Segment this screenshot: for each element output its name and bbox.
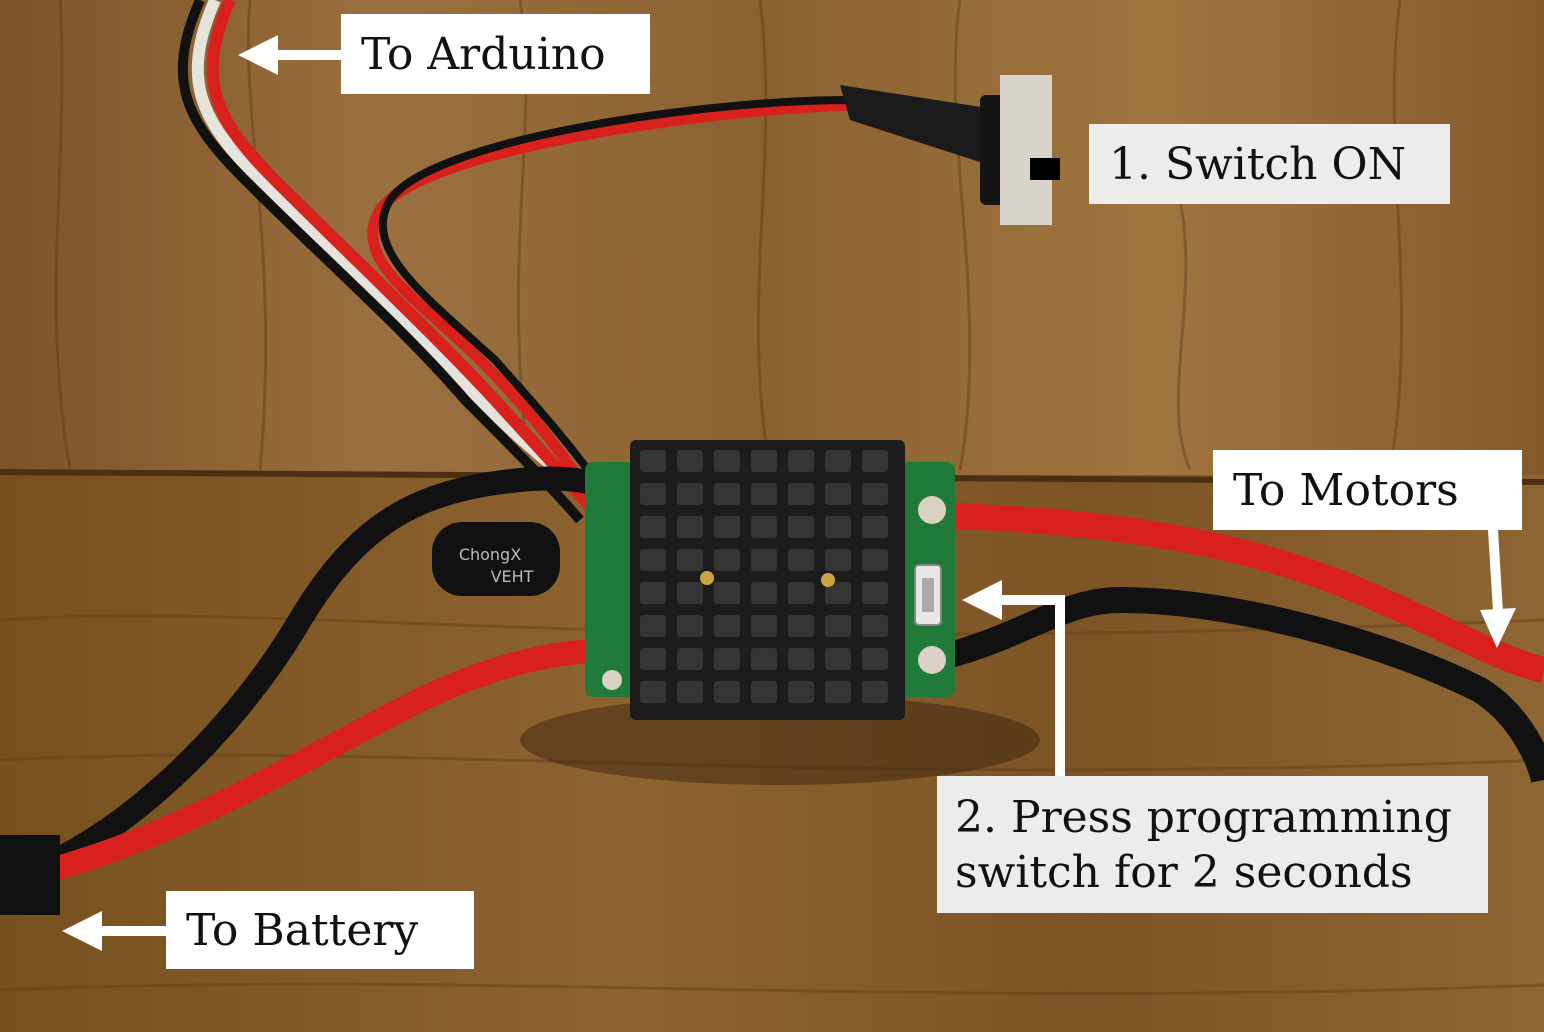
wire-black-arduino — [177, 0, 584, 524]
heatsink-fin — [640, 483, 666, 505]
heatsink-fin — [825, 681, 851, 703]
heatsink-fin — [862, 648, 888, 670]
arrow-to-arduino — [238, 35, 342, 75]
heatsink-fin — [862, 582, 888, 604]
heatsink-fin — [788, 648, 814, 670]
heatsink-fin — [714, 450, 740, 472]
heatsink-fin — [862, 681, 888, 703]
pad-motor-red — [918, 496, 946, 524]
heatsink-fin — [825, 582, 851, 604]
heatsink-fin — [788, 681, 814, 703]
label-press-programming-switch: 2. Press programming switch for 2 second… — [937, 776, 1488, 913]
heatsink — [630, 440, 905, 720]
heatsink-fin — [751, 615, 777, 637]
heatsink-fins — [640, 450, 888, 703]
heatsink-fin — [788, 615, 814, 637]
heatsink-fin — [640, 516, 666, 538]
heatsink-fin — [751, 681, 777, 703]
heatsink-fin — [640, 582, 666, 604]
wire-black-battery — [0, 466, 624, 892]
heatsink-fin — [714, 549, 740, 571]
label-switch-on: 1. Switch ON — [1089, 124, 1450, 204]
arrow-to-battery — [62, 911, 167, 951]
heatsink-fin — [862, 450, 888, 472]
label-to-battery-text: To Battery — [186, 904, 419, 956]
heatsink-screw-right — [821, 573, 835, 587]
heatsink-fin — [640, 648, 666, 670]
heatsink-fin — [751, 516, 777, 538]
heatsink-fin — [677, 450, 703, 472]
battery-connector-tubing — [0, 835, 60, 915]
label-press-programming-line2: switch for 2 seconds — [955, 846, 1413, 898]
heatsink-fin — [825, 615, 851, 637]
heatsink-fin — [825, 483, 851, 505]
label-to-battery: To Battery — [166, 891, 474, 969]
wire-red-battery — [0, 638, 621, 892]
heatsink-fin — [788, 516, 814, 538]
programming-button-cap — [922, 578, 934, 612]
heatsink-fin — [714, 648, 740, 670]
label-to-motors-text: To Motors — [1233, 464, 1459, 516]
capacitor-brand: ChongX — [459, 545, 521, 564]
wood-plank-top — [0, 0, 1544, 475]
heatsink-fin — [677, 681, 703, 703]
heatsink-fin — [788, 450, 814, 472]
heatsink-fin — [788, 582, 814, 604]
wire-black-motor — [927, 586, 1544, 784]
arrow-to-motors — [1480, 530, 1516, 648]
heatsink-fin — [640, 615, 666, 637]
heatsink-fin — [640, 549, 666, 571]
heatsink-fin — [825, 648, 851, 670]
heatsink-fin — [714, 681, 740, 703]
heatsink-screw-left — [700, 571, 714, 585]
heatsink-fin — [751, 582, 777, 604]
label-to-arduino: To Arduino — [341, 14, 650, 94]
heatsink-fin — [677, 549, 703, 571]
heatsink-fin — [714, 582, 740, 604]
heatsink-fin — [677, 648, 703, 670]
pad-motor-black — [918, 646, 946, 674]
heatsink-fin — [788, 483, 814, 505]
heatsink-fin — [788, 549, 814, 571]
heatsink-fin — [862, 615, 888, 637]
heatsink-fin — [862, 483, 888, 505]
heatsink-fin — [751, 450, 777, 472]
wire-red-arduino — [206, 0, 605, 524]
heatsink-fin — [677, 516, 703, 538]
label-switch-on-text: 1. Switch ON — [1109, 138, 1407, 190]
heatsink-fin — [862, 516, 888, 538]
heatsink-fin — [825, 450, 851, 472]
heatsink-fin — [714, 483, 740, 505]
heatsink-fin — [640, 681, 666, 703]
label-to-arduino-text: To Arduino — [361, 28, 606, 80]
heatsink-fin — [862, 549, 888, 571]
heatsink-fin — [751, 549, 777, 571]
label-press-programming-line1: 2. Press programming — [955, 791, 1452, 843]
heatsink-fin — [825, 516, 851, 538]
wire-red-switch — [367, 99, 851, 514]
capacitor-series: VEHT — [491, 567, 534, 586]
heatsink-fin — [825, 549, 851, 571]
pad-battery — [602, 670, 622, 690]
heatsink-fin — [714, 516, 740, 538]
heatsink-fin — [751, 648, 777, 670]
heatsink-fin — [714, 615, 740, 637]
heatsink-fin — [640, 450, 666, 472]
arrow-to-programming-switch — [962, 580, 1065, 777]
heatsink-fin — [751, 483, 777, 505]
label-to-motors: To Motors — [1213, 450, 1522, 530]
heatsink-fin — [677, 483, 703, 505]
capacitor: ChongX VEHT — [432, 522, 560, 596]
heatsink-fin — [677, 582, 703, 604]
wire-black-switch — [378, 96, 851, 503]
wire-red-motor — [929, 502, 1544, 683]
heatsink-fin — [677, 615, 703, 637]
power-switch — [840, 75, 1060, 225]
